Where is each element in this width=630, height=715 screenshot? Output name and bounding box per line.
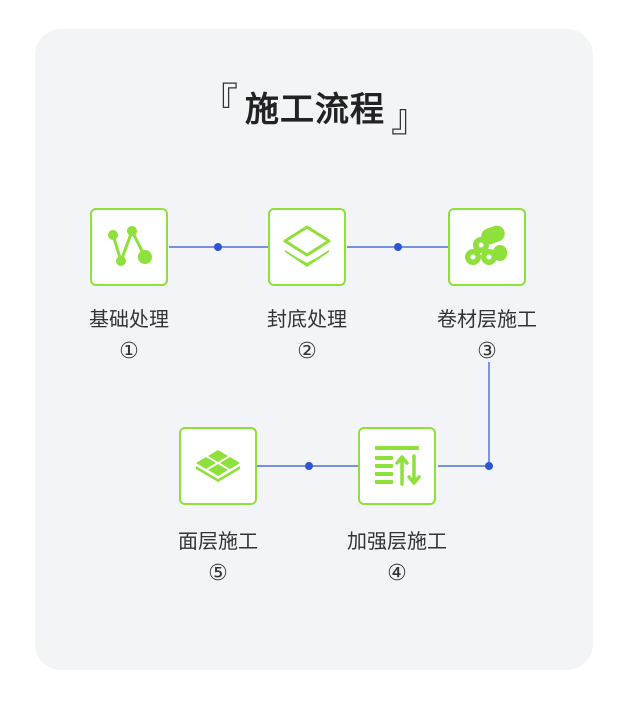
layers-icon	[283, 225, 331, 267]
page-title: 『 施工流程 』	[0, 76, 630, 140]
step-1-number: ①	[119, 339, 139, 364]
title-bracket-close: 』	[391, 95, 431, 140]
title-text: 施工流程	[245, 89, 385, 130]
connector-3-4	[438, 362, 490, 467]
step-1-box	[90, 208, 168, 286]
step-3-box	[448, 208, 526, 286]
connector-dot-2	[394, 243, 402, 251]
connector-dot-3	[485, 462, 493, 470]
process-card	[35, 29, 593, 670]
step-2-number: ②	[297, 339, 317, 364]
step-1-label: 基础处理	[89, 307, 169, 331]
step-4-number: ④	[387, 561, 407, 586]
sort-list-icon	[375, 446, 421, 486]
rolls-icon	[465, 225, 507, 265]
step-3-label: 卷材层施工	[437, 307, 537, 331]
step-5-label: 面层施工	[178, 529, 258, 553]
connector-dot-1	[214, 243, 222, 251]
connector-dot-4	[305, 462, 313, 470]
step-5-number: ⑤	[208, 561, 228, 586]
step-4-box	[358, 427, 436, 505]
tiles-icon	[196, 450, 240, 482]
step-4-label: 加强层施工	[347, 529, 447, 553]
step-2-box	[268, 208, 346, 286]
title-bracket-open: 『	[199, 79, 239, 124]
step-5-box	[179, 427, 257, 505]
step-2-label: 封底处理	[267, 307, 347, 331]
step-3-number: ③	[477, 339, 497, 364]
nodes-icon	[108, 226, 152, 266]
